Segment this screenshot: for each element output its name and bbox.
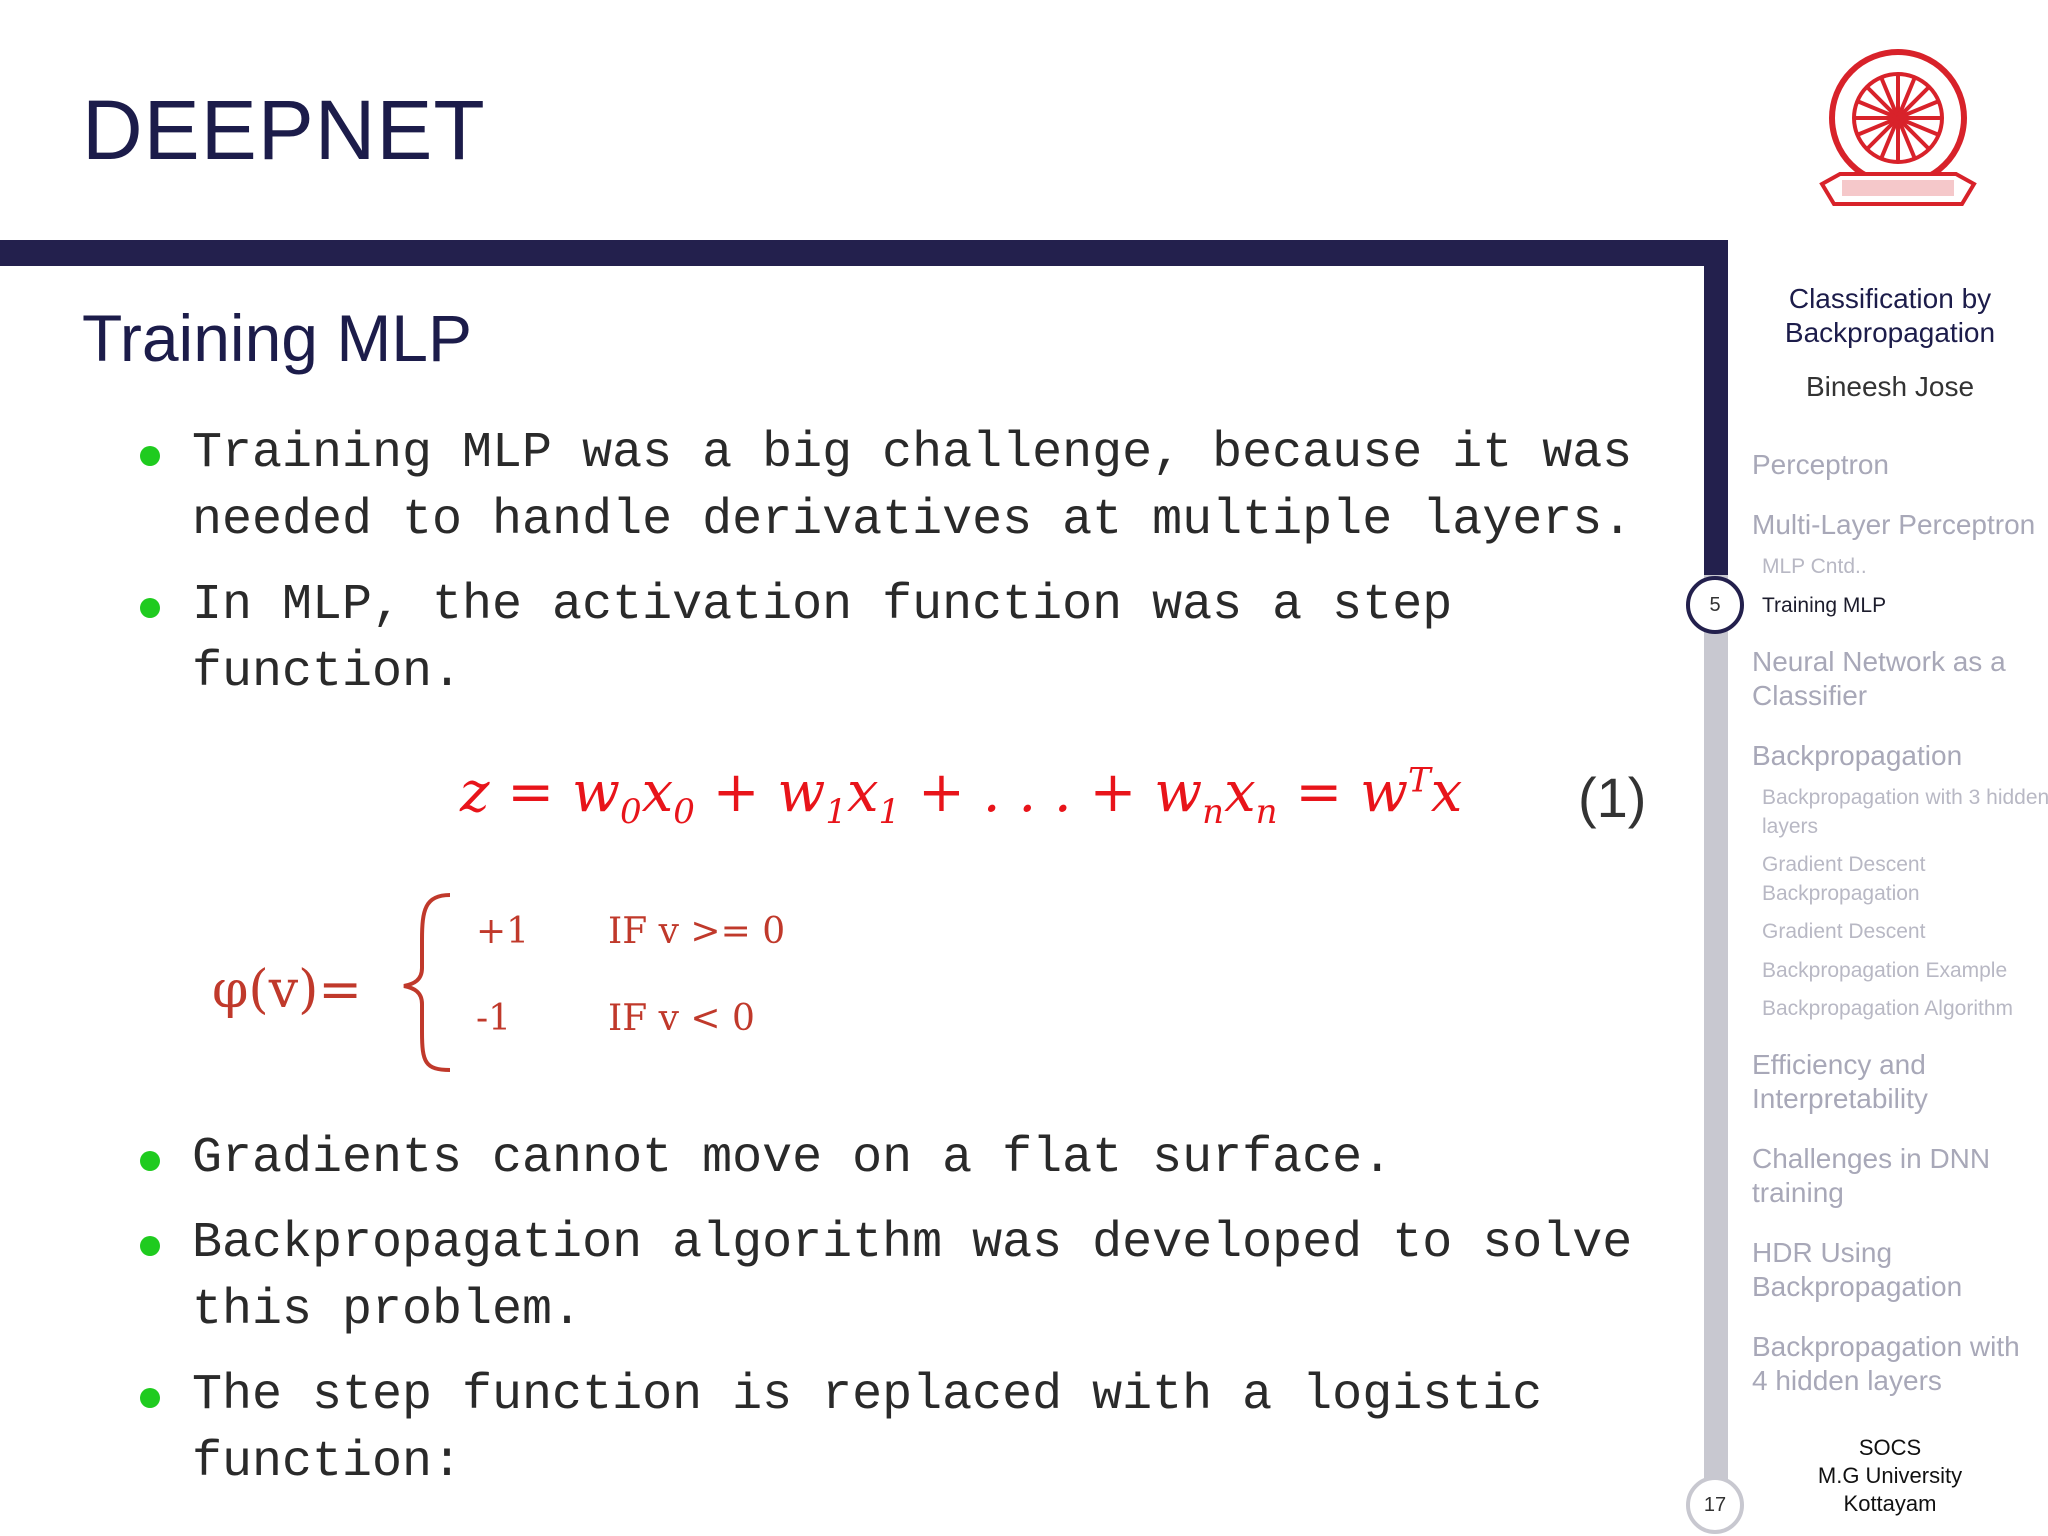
frame-title: Training MLP	[82, 301, 473, 375]
university-seal-logo	[1819, 49, 1977, 206]
slide-header-title: DEEPNET	[82, 83, 486, 177]
footer-line-3: Kottayam	[1843, 1491, 1937, 1516]
sidebar-section-perceptron[interactable]: Perceptron	[1752, 449, 1889, 480]
sidebar-presentation-title: Classification by Backpropagation	[1784, 283, 1996, 348]
sidebar-subsection-backprop-example[interactable]: Backpropagation Example	[1762, 959, 2008, 982]
bullet-item: Training MLP was a big challenge, becaus…	[140, 420, 1680, 554]
sidebar-subsection-gradient-descent-backprop[interactable]: Gradient Descent Backpropagation	[1762, 853, 1926, 905]
phi-case1-condition: IF v >= 0	[608, 911, 785, 952]
bullet-item: In MLP, the activation function was a st…	[140, 572, 1680, 706]
step-function-definition: φ(v)= +1 IF v >= 0 -1 IF v < 0	[212, 893, 785, 1072]
current-frame-indicator: 5	[1686, 576, 1744, 634]
bullet-icon	[140, 598, 160, 618]
sidebar-subsection-backprop-algorithm[interactable]: Backpropagation Algorithm	[1762, 997, 2013, 1020]
footer-line-1: SOCS	[1858, 1435, 1922, 1460]
sidebar-section-challenges-dnn[interactable]: Challenges in DNN training	[1752, 1143, 1991, 1208]
bullet-icon	[140, 446, 160, 466]
sidebar-section-neural-network-classifier[interactable]: Neural Network as a Classifier	[1752, 646, 2006, 711]
phi-lhs: φ(v)=	[212, 960, 362, 1020]
phi-case2-condition: IF v < 0	[608, 998, 755, 1039]
sidebar-section-backpropagation[interactable]: Backpropagation	[1752, 740, 1963, 771]
sidebar-section-backprop-4-hidden[interactable]: Backpropagation with 4 hidden layers	[1752, 1331, 2020, 1396]
bullet-icon	[140, 1388, 160, 1408]
footer-line-2: M.G University	[1817, 1463, 1963, 1488]
bullet-item: Gradients cannot move on a flat surface.	[140, 1125, 1680, 1192]
bullet-item: Backpropagation algorithm was developed …	[140, 1210, 1680, 1344]
sidebar-section-efficiency[interactable]: Efficiency and Interpretability	[1752, 1049, 1928, 1114]
sidebar-subsection-gradient-descent[interactable]: Gradient Descent	[1762, 920, 1926, 943]
equation-weighted-sum: z = w0x0 + w1x1 + . . . + wnxn = wTx	[460, 760, 1463, 833]
sidebar-progress-filled	[1704, 240, 1728, 575]
equation-number: (1)	[1578, 766, 1647, 829]
header-rule	[0, 240, 1728, 266]
sidebar-section-multi-layer-perceptron[interactable]: Multi-Layer Perceptron	[1752, 509, 2036, 540]
sidebar-subsection-mlp-cntd[interactable]: MLP Cntd..	[1762, 555, 1867, 578]
phi-case1-value: +1	[476, 911, 529, 952]
sidebar-subsection-training-mlp[interactable]: Training MLP	[1762, 594, 1887, 617]
bullet-icon	[140, 1151, 160, 1171]
phi-case2-value: -1	[476, 998, 511, 1039]
page-number: 17	[1686, 1476, 1744, 1534]
sidebar-section-hdr-backprop[interactable]: HDR Using Backpropagation	[1752, 1237, 1963, 1302]
sidebar-subsection-backprop-3-hidden[interactable]: Backpropagation with 3 hidden layers	[1762, 786, 2048, 838]
sidebar-progress-track	[1704, 575, 1728, 1510]
bullet-icon	[140, 1236, 160, 1256]
bullet-item: The step function is replaced with a log…	[140, 1362, 1680, 1496]
sidebar-author: Bineesh Jose	[1805, 371, 1975, 402]
